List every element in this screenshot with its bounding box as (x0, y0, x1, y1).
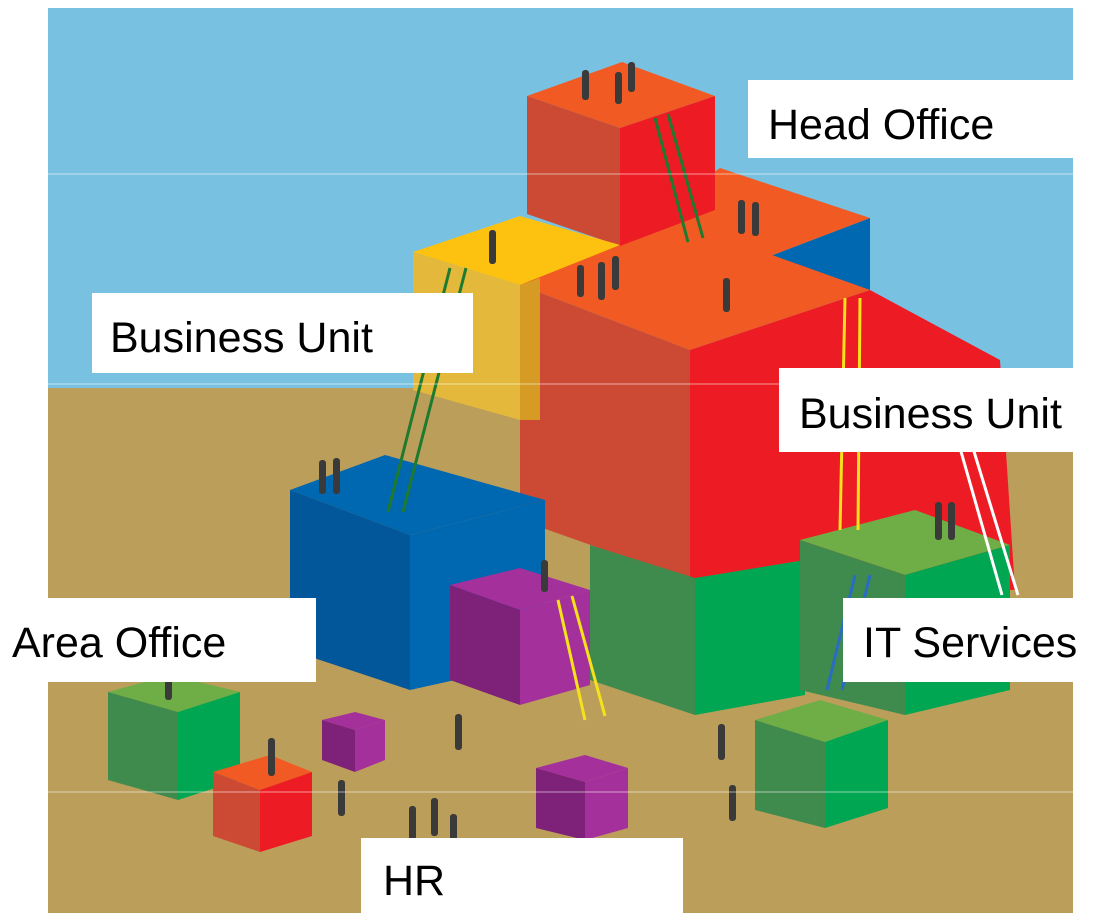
people-group (165, 62, 955, 844)
small-green-cube-top (108, 675, 240, 712)
person-icon (455, 714, 462, 750)
purple-cube-right (520, 590, 590, 705)
person-icon (319, 460, 326, 494)
front-green-cube-left (755, 720, 825, 828)
person-icon (752, 202, 759, 236)
green-cube-right (695, 560, 805, 715)
person-icon (729, 785, 736, 821)
person-icon (541, 560, 548, 592)
blue-cube-left (290, 490, 410, 690)
person-icon (738, 200, 745, 234)
ladder-icon (653, 113, 705, 243)
label-it-services: IT Services (843, 598, 1105, 682)
small-purple-cube-right (355, 720, 385, 772)
person-icon (935, 502, 942, 540)
label-area-office: Area Office (0, 598, 316, 682)
head-cube-right (620, 96, 715, 246)
person-icon (598, 262, 605, 300)
label-business-unit-left: Business Unit (92, 293, 473, 373)
person-icon (615, 72, 622, 104)
mid-purple-cube-top (536, 755, 628, 782)
person-icon (582, 70, 589, 100)
person-icon (409, 806, 416, 840)
it-cube-top (800, 510, 1010, 575)
ladder-icon (556, 595, 607, 721)
person-icon (489, 230, 496, 264)
small-red-cube-top (213, 755, 312, 790)
purple-cube-top (450, 568, 590, 610)
mid-purple-cube-left (536, 768, 585, 840)
person-icon (723, 278, 730, 312)
person-icon (612, 256, 619, 290)
small-green-cube-left (108, 692, 178, 800)
front-green-cube-top (755, 700, 888, 742)
label-head-office: Head Office (748, 80, 1080, 158)
head-cube-left (527, 96, 620, 246)
mid-purple-cube-right (585, 768, 628, 840)
person-icon (628, 62, 635, 92)
small-purple-cube-top (322, 712, 385, 730)
big-block-left (520, 285, 690, 580)
person-icon (577, 265, 584, 297)
person-icon (333, 458, 340, 494)
label-hr: HR (361, 838, 683, 913)
ladder-icon (958, 444, 1020, 596)
small-purple-cube-left (322, 720, 355, 772)
person-icon (431, 798, 438, 836)
front-green-cube-right (825, 720, 888, 828)
person-icon (948, 502, 955, 540)
purple-cube-left (450, 585, 520, 705)
blue-cube-top (290, 455, 545, 535)
label-business-unit-right: Business Unit (779, 368, 1095, 452)
green-cube-left (590, 545, 695, 715)
person-icon (268, 738, 275, 776)
yellow-cube-shade (520, 278, 540, 420)
person-icon (450, 814, 457, 844)
person-icon (338, 780, 345, 816)
back-blue-block (765, 218, 870, 290)
person-icon (718, 724, 725, 760)
